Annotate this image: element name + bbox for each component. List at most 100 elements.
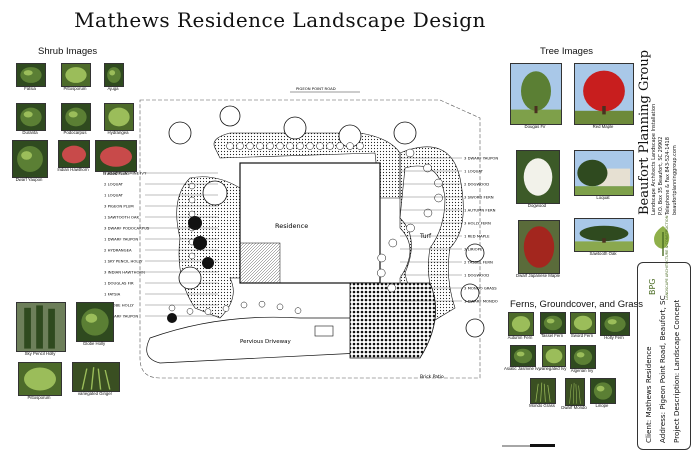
tree-caption: Red Maple [592,124,614,129]
tree-photo [574,218,634,252]
plant-label: 2 HYDRANGEA [104,247,132,252]
shrub-symbol [236,142,244,150]
shrub-photo [104,103,134,131]
plant-label: 1 AUTUMN FERN [464,207,496,212]
shrub-symbol [286,142,294,150]
shrub-symbol [336,142,344,150]
fern-caption: Liriope [595,403,609,408]
shrub-symbol [258,300,266,308]
shrub-caption: Pittosporum [63,86,87,91]
shrub-photo [76,302,114,342]
firm-line-3: Telephone & Fax 843-524-1418 [665,137,671,215]
plant-label: 3 MONDO GRASS [464,285,497,290]
shrub-symbol [306,142,314,150]
shrub-photo [18,362,62,396]
plant-label: 1 SKY PENCIL HOLLY [104,258,143,263]
client-line: Client: Mathews Residence [644,346,653,443]
fern-caption: Mondo Grass [529,403,555,408]
shrub-symbol [276,142,284,150]
plant-label: 1 SAWTOOTH OAK [104,214,139,219]
shrub-symbol [377,253,386,263]
shrub-symbol [406,223,415,233]
shrub-photo [61,63,91,87]
plant-label: 1 LOQUAT [464,168,484,173]
driveway [146,316,361,364]
fern-photo [600,312,630,336]
brick-patio [349,282,436,359]
plant-label: 1 DOUGLAS FIR [104,280,134,285]
fern-photo [508,312,534,336]
driveway-label: Pervious Driveway [240,339,292,345]
firm-line-1: Landscape Architects Landscape Installat… [651,103,657,215]
car-icon [314,325,334,337]
shrub-photo [12,140,48,178]
shrub-symbol [405,148,415,158]
plant-label: 3 ASIATIC JASMINE IVY [104,170,147,175]
fern-photo [565,378,585,406]
shrub-symbol [326,142,334,150]
shrub-symbol [294,307,302,314]
plant-label: 1 LOQUAT [104,192,124,197]
shrub-photo [104,63,124,87]
tree-caption: Dougas Fir [524,124,546,129]
address-line: Address: Pigeon Point Road, Beaufort, SC [658,295,667,443]
plant-label: 1 DWARF MONDO [464,298,498,303]
fern-caption: Tassel Fern [540,333,564,338]
plant-label: 3 SWORD FERN [464,194,494,199]
turf-area [399,165,446,300]
project-line: Project Description: Landscape Concept [672,299,681,443]
tree-photo [574,150,634,196]
shrub-caption: Indian Hawthorn [57,167,89,172]
firm-name: Beaufort Planning Group [637,49,652,215]
fern-caption: variegated Ivy [539,366,567,371]
shrub-symbol [423,208,433,218]
plant-label: 3 DWARF PODOCARPUS [104,225,150,230]
plant-label: 2 LOQUAT [104,181,124,186]
shrub-symbol [188,252,196,260]
shrub-symbol [276,303,284,311]
plant-label: 1 RED MAPLE [464,233,490,238]
shrub-symbol [388,238,398,248]
fern-photo [542,345,566,367]
tree-images-heading: Tree Images [540,46,593,57]
patio-label: Brick Patio [420,374,444,380]
fern-photo [590,378,616,404]
tree-photo [518,220,560,274]
shrub-symbol [356,142,364,150]
shrub-symbol [222,305,230,312]
fern-photo [570,345,596,369]
shrub-symbol [376,268,386,278]
shrub-caption: Globe Holly [82,341,106,346]
shrub-symbol [188,196,196,204]
fern-photo [570,312,596,334]
shrub-photo [16,63,46,87]
tree-caption: Dogwood [527,203,547,208]
plant-label: 3 DWARF YAUPON [104,313,138,318]
site-plan: PIGEON POINT ROAD Turf Residence Perviou… [104,86,498,380]
fern-caption: Autumn Fern [507,335,533,340]
plant-label: 3 HOLLY FERN [464,220,491,225]
shrub-symbol [266,142,274,150]
page-title: Mathews Residence Landscape Design [74,8,486,32]
shrub-symbol [434,193,443,203]
shrub-symbols [168,142,443,315]
shrub-photo [95,140,137,172]
tree-photo [510,63,562,125]
shrub-caption: Dwarf Yaupon [15,177,43,182]
plant-label: 1 GLOBE HOLLY [104,302,134,307]
fern-photo [510,345,536,367]
shrub-symbol [204,308,212,315]
shrub-symbol [256,142,264,150]
shrub-photo [58,140,90,168]
road-label: PIGEON POINT ROAD [296,86,336,91]
shrub-symbol [387,283,396,293]
plant-label: 3 PIGEON PLUM [104,203,134,208]
shrub-photo [61,103,91,131]
shrub-photo [16,302,66,352]
tree-caption: Sawtooth Oak [589,251,617,256]
tree-caption: Loquat [596,195,610,200]
tree-photo [516,150,560,204]
tree-symbols [168,105,485,338]
fern-caption: Algerian Ivy [570,368,594,373]
